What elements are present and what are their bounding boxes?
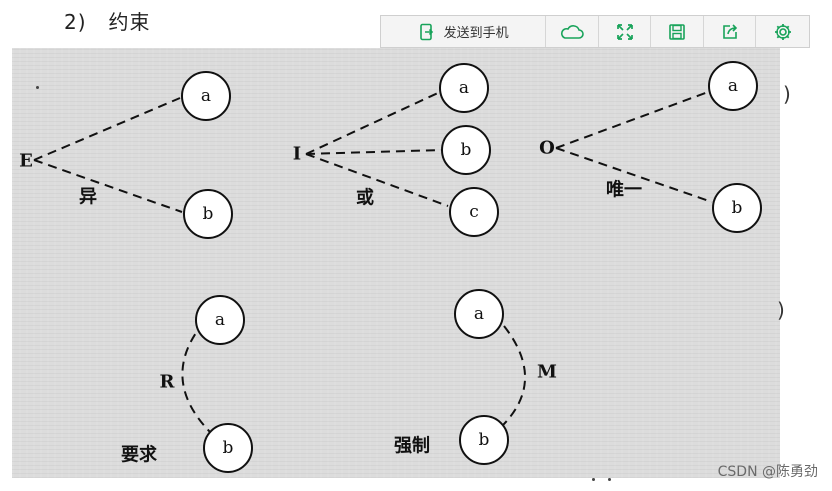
masks-link bbox=[499, 325, 526, 429]
speck-mark bbox=[592, 478, 595, 481]
send-to-phone-button[interactable]: 发送到手机 bbox=[381, 16, 547, 47]
exclusive-node-b-label: b bbox=[203, 204, 214, 224]
requires-letter: R bbox=[160, 372, 176, 393]
exclusive-label: 异 bbox=[79, 187, 97, 208]
inclusive-node-a bbox=[439, 63, 489, 113]
inclusive-constraint: I a b c 或 bbox=[293, 63, 499, 237]
requires-node-a-label: a bbox=[215, 310, 225, 330]
requires-node-b bbox=[203, 423, 253, 473]
send-to-phone-label: 发送到手机 bbox=[443, 26, 509, 41]
masks-letter: M bbox=[537, 362, 557, 383]
right-bracket-mark: ) bbox=[783, 82, 791, 106]
requires-node-b-label: b bbox=[223, 438, 234, 458]
one-and-only-node-a-label: a bbox=[728, 76, 738, 96]
masks-node-b bbox=[459, 415, 509, 465]
masks-node-a bbox=[454, 289, 504, 339]
speck-mark bbox=[36, 86, 39, 89]
one-and-only-link-b bbox=[555, 147, 713, 203]
inclusive-source: I bbox=[293, 144, 301, 165]
one-and-only-node-a bbox=[708, 61, 758, 111]
speck-mark bbox=[608, 478, 611, 481]
inclusive-link-a bbox=[305, 91, 441, 155]
exclusive-node-a bbox=[181, 71, 231, 121]
settings-button[interactable] bbox=[756, 16, 809, 47]
inclusive-node-c-label: c bbox=[469, 202, 479, 222]
right-bracket-mark: ) bbox=[777, 298, 785, 322]
one-and-only-source: O bbox=[539, 138, 555, 159]
cloud-button[interactable] bbox=[546, 16, 599, 47]
section-title: 约束 bbox=[108, 10, 151, 34]
inclusive-label: 或 bbox=[356, 187, 374, 209]
cloud-icon bbox=[561, 24, 584, 39]
inclusive-node-c bbox=[449, 187, 499, 237]
save-icon bbox=[669, 23, 685, 40]
watermark: CSDN @陈勇劲 bbox=[717, 464, 818, 480]
masks-constraint: a b M 强制 bbox=[394, 289, 557, 465]
section-heading: 2) 约束 bbox=[64, 6, 151, 35]
scanned-figure bbox=[12, 48, 780, 478]
one-and-only-node-b-label: b bbox=[732, 198, 743, 218]
exclusive-node-b bbox=[183, 189, 233, 239]
requires-node-a bbox=[195, 295, 245, 345]
one-and-only-node-b bbox=[712, 183, 762, 233]
exclusive-link-a bbox=[33, 97, 181, 161]
save-button[interactable] bbox=[651, 16, 704, 47]
one-and-only-label: 唯一 bbox=[606, 179, 642, 201]
requires-link bbox=[181, 321, 211, 433]
requires-constraint: a b R 要求 bbox=[121, 295, 253, 473]
requires-label: 要求 bbox=[121, 444, 158, 466]
exclusive-node-a-label: a bbox=[201, 86, 211, 106]
share-icon bbox=[722, 23, 737, 39]
exclusive-source: E bbox=[19, 151, 33, 172]
one-and-only-link-a bbox=[555, 91, 709, 149]
image-toolbar: 发送到手机 bbox=[380, 15, 810, 48]
inclusive-node-a-label: a bbox=[459, 78, 469, 98]
fullscreen-icon bbox=[616, 23, 633, 40]
section-number: 2) bbox=[64, 10, 87, 34]
exclusive-constraint: E a b 异 bbox=[19, 71, 233, 239]
settings-icon bbox=[774, 23, 791, 40]
inclusive-node-b bbox=[441, 125, 491, 175]
fullscreen-button[interactable] bbox=[599, 16, 652, 47]
inclusive-node-b-label: b bbox=[461, 140, 472, 160]
masks-label: 强制 bbox=[394, 436, 430, 457]
inclusive-link-c bbox=[305, 153, 449, 207]
send-to-phone-icon bbox=[419, 23, 433, 40]
one-and-only-constraint: O a b 唯一 bbox=[539, 61, 762, 233]
inclusive-link-b bbox=[305, 149, 443, 155]
share-button[interactable] bbox=[704, 16, 757, 47]
masks-node-a-label: a bbox=[474, 304, 484, 324]
exclusive-link-b bbox=[33, 159, 183, 213]
masks-node-b-label: b bbox=[479, 430, 490, 450]
